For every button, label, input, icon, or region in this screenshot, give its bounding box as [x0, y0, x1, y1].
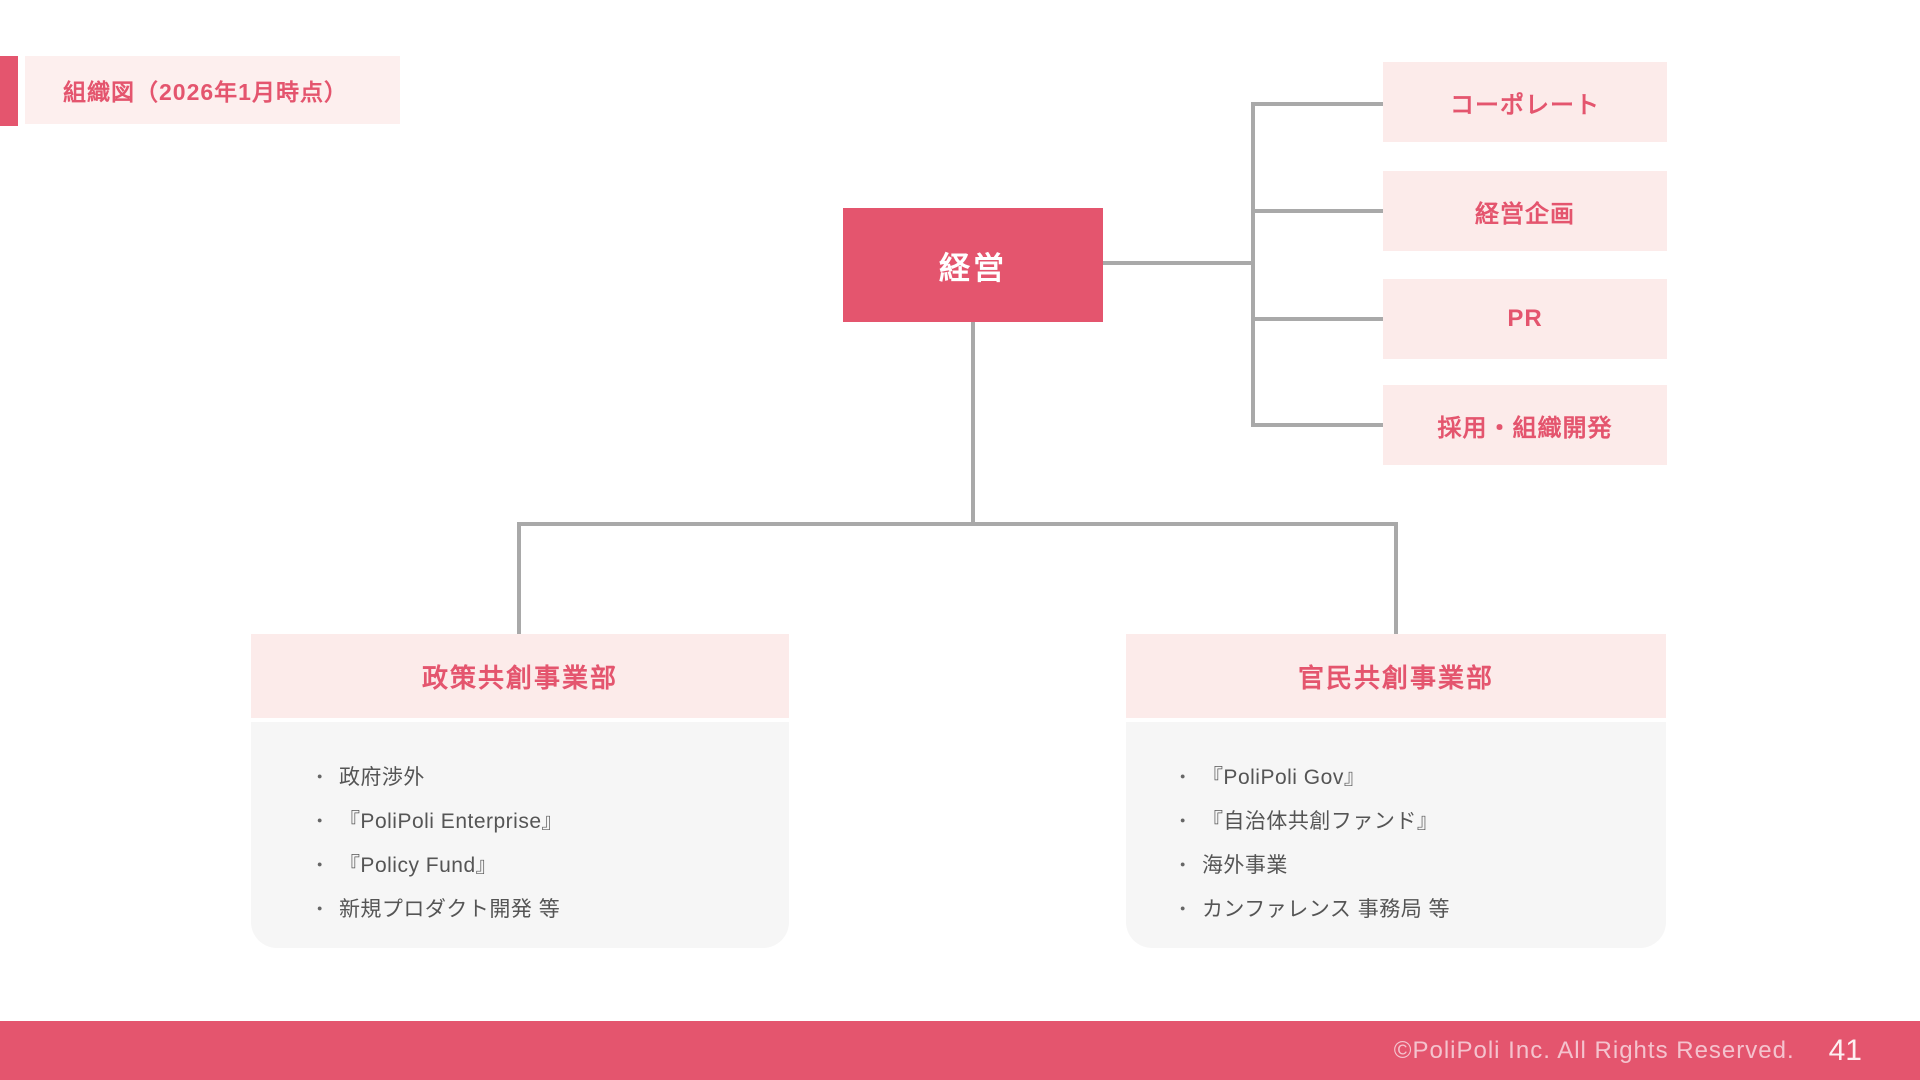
- connector-branch-management-planning: [1251, 209, 1383, 213]
- copyright-text: ©PoliPoli Inc. All Rights Reserved.: [1393, 1036, 1795, 1064]
- list-item: ●『自治体共創ファンド』: [1180, 810, 1439, 833]
- connector-dept-crossbar: [517, 522, 1398, 526]
- connector-drop-left-dept: [517, 522, 521, 634]
- bullet-icon: ●: [1180, 903, 1186, 913]
- staff-unit-label: PR: [1507, 305, 1543, 332]
- staff-unit-recruiting-od: 採用・組織開発: [1383, 385, 1667, 465]
- connector-branch-corporate: [1251, 102, 1383, 106]
- bullet-icon: ●: [1180, 771, 1186, 781]
- dept-header: 政策共創事業部: [251, 634, 789, 718]
- dept-name: 官民共創事業部: [1297, 662, 1494, 693]
- dept-policy-cocreation: 政策共創事業部 ●政府渉外 ●『PoliPoli Enterprise』 ●『P…: [251, 634, 789, 948]
- connector-drop-right-dept: [1394, 522, 1398, 634]
- staff-unit-label: 採用・組織開発: [1437, 414, 1613, 442]
- connector-branch-recruiting: [1251, 423, 1383, 427]
- dept-item-list: ●『PoliPoli Gov』 ●『自治体共創ファンド』 ●海外事業 ●カンファ…: [1126, 754, 1666, 930]
- list-item: ●『Policy Fund』: [317, 854, 498, 877]
- org-root-box-management: 経営: [843, 208, 1103, 322]
- footer-bar: ©PoliPoli Inc. All Rights Reserved. 41: [0, 1021, 1920, 1080]
- dept-body: ●政府渉外 ●『PoliPoli Enterprise』 ●『Policy Fu…: [251, 722, 789, 948]
- title-badge: 組織図（2026年1月時点）: [25, 56, 400, 124]
- dept-name: 政策共創事業部: [421, 662, 618, 693]
- org-root-label: 経営: [939, 250, 1007, 286]
- bullet-icon: ●: [317, 771, 323, 781]
- list-item: ●『PoliPoli Gov』: [1180, 766, 1366, 789]
- bullet-icon: ●: [1180, 815, 1186, 825]
- staff-unit-pr: PR: [1383, 279, 1667, 359]
- dept-public-private-cocreation: 官民共創事業部 ●『PoliPoli Gov』 ●『自治体共創ファンド』 ●海外…: [1126, 634, 1666, 948]
- connector-root-down: [971, 322, 975, 524]
- staff-unit-corporate: コーポレート: [1383, 62, 1667, 142]
- staff-unit-label: 経営企画: [1475, 200, 1575, 228]
- dept-body: ●『PoliPoli Gov』 ●『自治体共創ファンド』 ●海外事業 ●カンファ…: [1126, 722, 1666, 948]
- page-number: 41: [1828, 1033, 1862, 1067]
- list-item: ●新規プロダクト開発 等: [317, 898, 561, 921]
- dept-item-list: ●政府渉外 ●『PoliPoli Enterprise』 ●『Policy Fu…: [251, 754, 789, 930]
- title-accent-bar: [0, 56, 18, 126]
- connector-staff-trunk: [1251, 102, 1255, 427]
- staff-unit-label: コーポレート: [1450, 91, 1600, 119]
- staff-unit-management-planning: 経営企画: [1383, 171, 1667, 251]
- bullet-icon: ●: [317, 815, 323, 825]
- list-item: ●『PoliPoli Enterprise』: [317, 810, 564, 833]
- connector-branch-pr: [1251, 317, 1383, 321]
- list-item: ●カンファレンス 事務局 等: [1180, 898, 1451, 921]
- list-item: ●政府渉外: [317, 766, 425, 789]
- bullet-icon: ●: [317, 859, 323, 869]
- bullet-icon: ●: [317, 903, 323, 913]
- connector-root-to-trunk: [1103, 261, 1253, 265]
- bullet-icon: ●: [1180, 859, 1186, 869]
- dept-header: 官民共創事業部: [1126, 634, 1666, 718]
- slide-title: 組織図（2026年1月時点）: [63, 79, 348, 105]
- list-item: ●海外事業: [1180, 854, 1288, 877]
